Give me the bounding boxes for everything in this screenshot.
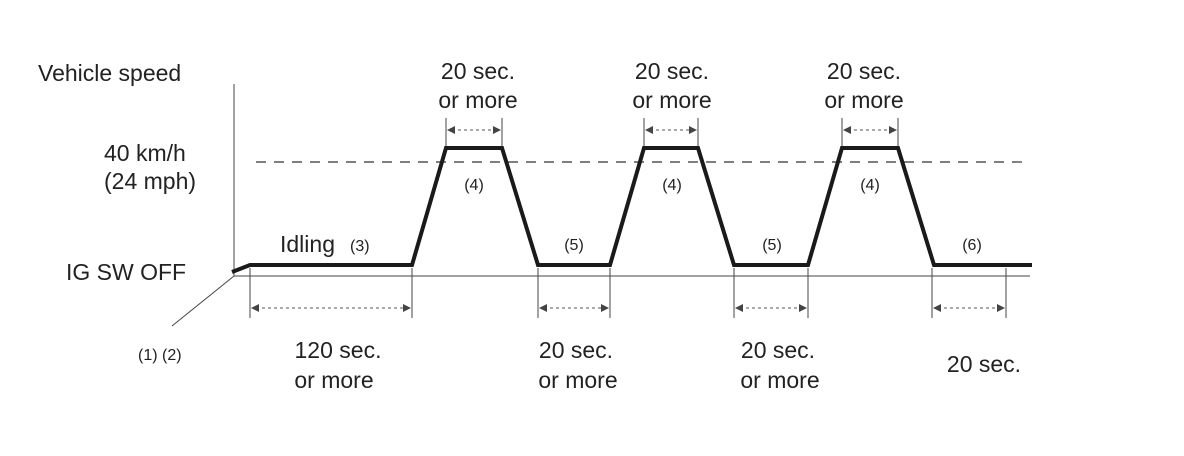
step-5-label: (5)	[762, 237, 782, 254]
bottom-duration-1-line1: 120 sec.	[295, 337, 382, 363]
speed-label-kmh: 40 km/h	[104, 140, 186, 166]
baseline-label-ig-sw-off: IG SW OFF	[66, 259, 186, 285]
speed-trace	[231, 146, 1032, 274]
top-duration-1-line2: or more	[438, 87, 517, 113]
bottom-dimension-3	[733, 268, 809, 318]
top-dimension-3	[841, 118, 899, 146]
speed-label-mph: (24 mph)	[104, 168, 196, 194]
origin-leader	[171, 275, 235, 327]
top-duration-3-line1: 20 sec.	[827, 58, 901, 84]
step-4-label: (4)	[662, 177, 682, 194]
top-duration-2-line2: or more	[632, 87, 711, 113]
bottom-duration-3-line2: or more	[740, 367, 819, 393]
step-4-label: (4)	[464, 177, 484, 194]
bottom-duration-2-line1: 20 sec.	[539, 337, 613, 363]
step-5-label: (5)	[564, 237, 584, 254]
top-dimension-2	[643, 118, 699, 146]
bottom-dimension-1	[249, 268, 413, 318]
bottom-duration-3-line1: 20 sec.	[741, 337, 815, 363]
top-duration-1-line1: 20 sec.	[441, 58, 515, 84]
step-4-label: (4)	[860, 177, 880, 194]
top-duration-2-line1: 20 sec.	[635, 58, 709, 84]
bottom-dimension-2	[537, 268, 611, 318]
top-duration-3-line2: or more	[824, 87, 903, 113]
bottom-duration-4: 20 sec.	[947, 351, 1021, 377]
top-dimension-1	[445, 118, 503, 146]
bottom-duration-2-line2: or more	[538, 367, 617, 393]
idling-step-label: (3)	[350, 238, 370, 255]
idling-label: Idling	[280, 231, 335, 257]
bottom-duration-1-line2: or more	[294, 367, 373, 393]
axis-label-vehicle-speed: Vehicle speed	[38, 60, 181, 86]
origin-step-label: (1) (2)	[138, 347, 182, 364]
bottom-dimension-4	[931, 268, 1007, 318]
step-6-label: (6)	[962, 237, 982, 254]
